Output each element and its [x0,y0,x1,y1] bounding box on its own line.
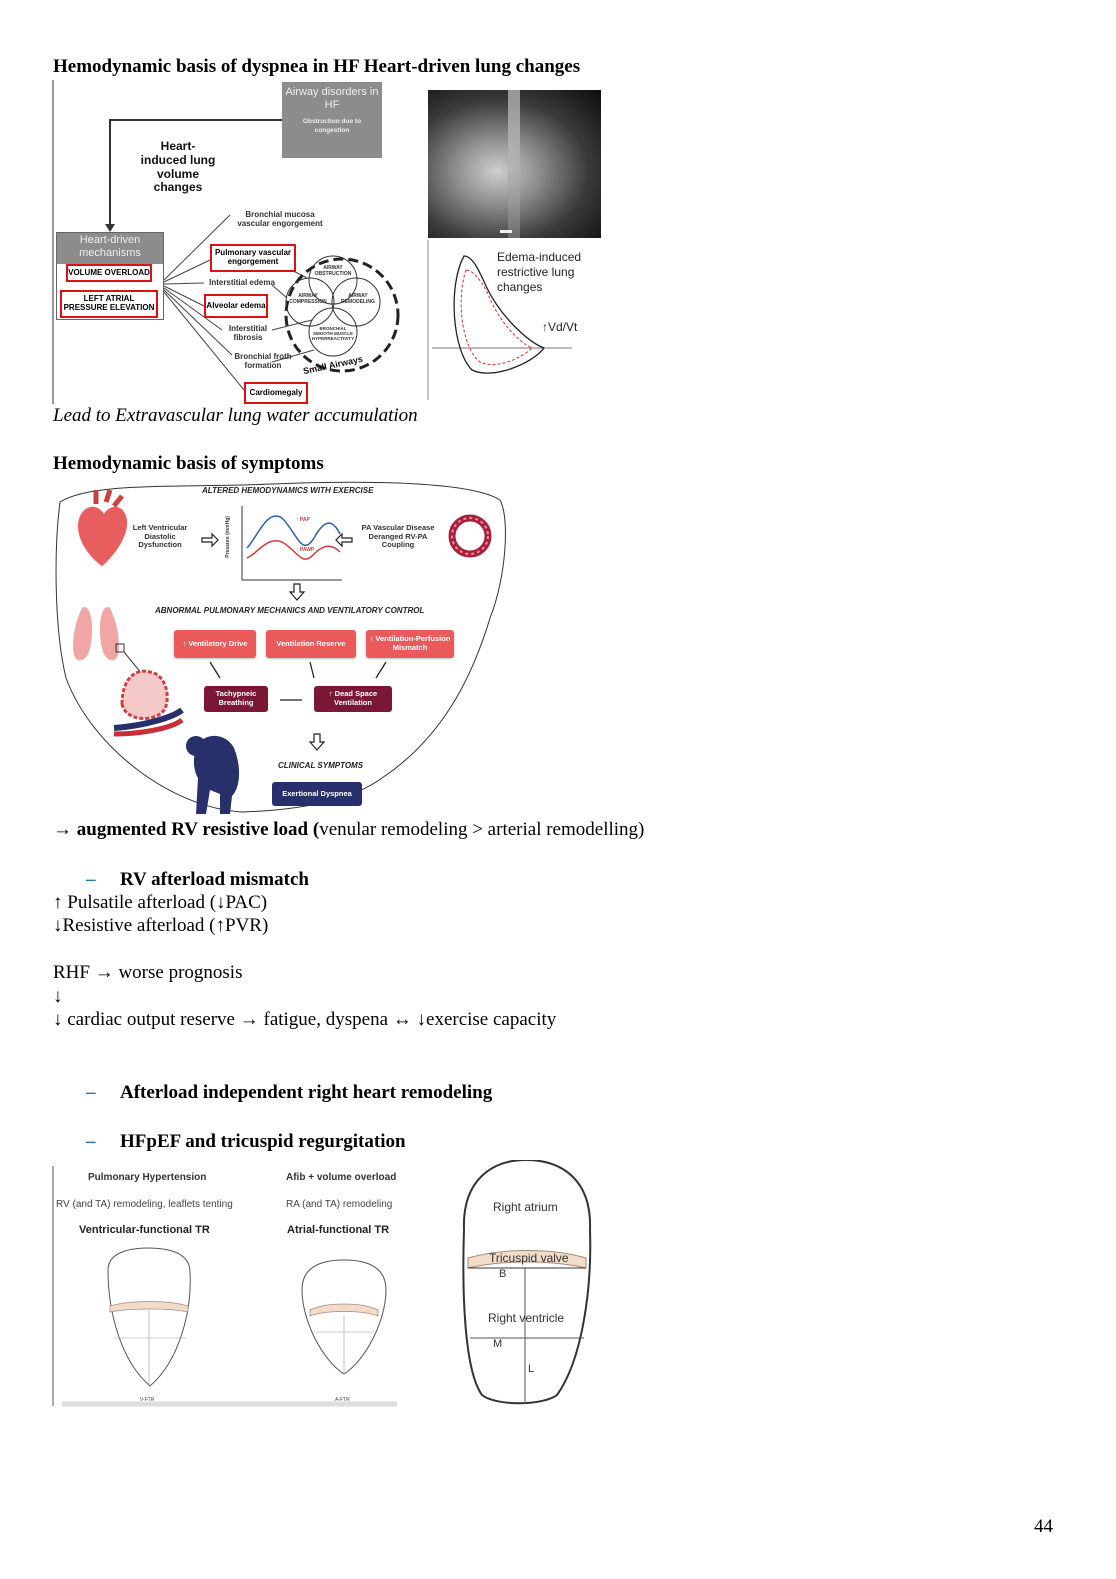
pulmonary-hypertension-label: Pulmonary Hypertension [88,1172,207,1183]
down-arrow-line: ↓ [53,986,63,1007]
augmented-rv-rest: venular remodeling > arterial remodellin… [319,819,645,840]
atrial-ftr-label: Atrial-functional TR [287,1224,390,1236]
afterload-independent-item: – Afterload independent right heart remod… [86,1082,492,1104]
pap-label: ↑ PAP [296,517,310,523]
rhf-line: RHF → worse prognosis [53,962,243,983]
bronchial-froth-label: Bronchial froth formation [234,352,292,371]
rv-remodeling-label: RV (and TA) remodeling, leaflets tenting [56,1199,233,1210]
lv-dysfunction-label: Left Ventricular Diastolic Dysfunction [132,523,188,550]
bronchial-mucosa-label: Bronchial mucosa vascular engorgement [237,210,323,229]
interstitial-edema-label: Interstitial edema [209,278,275,287]
hfpef-tr-item: – HFpEF and tricuspid regurgitation [86,1131,406,1153]
figure-tricuspid-regurgitation: Pulmonary Hypertension Afib + volume ove… [52,1160,597,1410]
interstitial-fibrosis-label: Interstitial fibrosis [228,324,268,343]
afterload-independent-text: Afterload independent right heart remode… [120,1082,493,1103]
clinical-symptoms-title: CLINICAL SYMPTOMS [278,761,364,770]
figure1-caption: Lead to Extravascular lung water accumul… [53,405,418,426]
bronchial-smooth-muscle-label: BRONCHIAL SMOOTH MUSCLE HYPERREACTIVITY [311,326,355,342]
afib-volume-label: Afib + volume overload [286,1172,397,1183]
altered-hemodynamics-title: ALTERED HEMODYNAMICS WITH EXERCISE [202,486,374,495]
tricuspid-valve-label: Tricuspid valve [489,1251,569,1265]
ventilatory-drive-box: ↑ Ventilatory Drive [174,630,256,658]
airway-remodeling-label: AIRWAY REMODELING [341,293,375,305]
airway-disorders-subtitle: Obstruction due to congestion [302,118,362,134]
bullet-dash: – [86,1131,96,1152]
airway-disorders-box: Airway disorders in HF Obstruction due t… [282,82,382,158]
rv-afterload-mismatch-item: – RV afterload mismatch [86,869,309,891]
ra-remodeling-label: RA (and TA) remodeling [286,1199,393,1210]
abnormal-mechanics-title: ABNORMAL PULMONARY MECHANICS AND VENTILA… [155,606,425,615]
rv-afterload-mismatch-text: RV afterload mismatch [120,869,309,890]
v-ftr-small-label: V-FTR [140,1397,155,1403]
a-ftr-small-label: A-FTR [335,1397,350,1403]
airway-compression-label: AIRWAY COMPRESSION [289,293,327,305]
mechanisms-title: Heart-driven mechanisms [57,233,163,264]
cardiac-output-line: ↓ cardiac output reserve → fatigue, dysp… [53,1009,557,1030]
airway-obstruction-label: AIRWAY OBSTRUCTION [314,265,352,277]
figure-hemodynamics-symptoms: ALTERED HEMODYNAMICS WITH EXERCISE Left … [52,478,507,818]
airway-disorders-title: Airway disorders in HF [285,86,379,112]
b-label: B [499,1268,507,1280]
figure2-drawing [55,481,506,814]
ventricular-ftr-label: Ventricular-functional TR [79,1224,210,1236]
edema-restrictive-label: Edema-induced restrictive lung changes [497,250,582,294]
pawp-label: ↑ PAWP [296,547,315,553]
vq-mismatch-box: ↑ Ventilation-Perfusion Mismatch [366,630,454,658]
resistive-afterload-line: ↓Resistive afterload (↑PVR) [53,915,269,936]
pressure-axis-label: Pressure (mmHg) [224,516,231,558]
bullet-dash: – [86,1082,96,1103]
pulsatile-afterload-line: ↑ Pulsatile afterload (↓PAC) [53,892,268,913]
ventilation-reserve-box: Ventilation Reserve [266,630,356,658]
pa-vascular-label: PA Vascular Disease Deranged RV-PA Coupl… [361,523,435,550]
section-heading-dyspnea: Hemodynamic basis of dyspnea in HF Heart… [53,56,581,77]
volume-overload-box: VOLUME OVERLOAD [66,264,152,282]
page-number: 44 [1034,1516,1053,1537]
hfpef-tr-text: HFpEF and tricuspid regurgitation [120,1131,406,1152]
bullet-dash: – [86,869,96,890]
dead-space-box: ↑ Dead Space Ventilation [314,686,392,712]
left-atrial-pressure-box: LEFT ATRIAL PRESSURE ELEVATION [60,290,158,318]
section-heading-symptoms: Hemodynamic basis of symptoms [53,453,324,474]
figure3-drawing [52,1160,592,1407]
augmented-rv-line: → augmented RV resistive load (venular r… [53,819,644,841]
m-label: M [493,1338,503,1350]
exertional-dyspnea-box: Exertional Dyspnea [272,782,362,806]
figure-heart-lung-changes: Airway disorders in HF Obstruction due t… [52,80,612,404]
heart-induced-label: Heart-induced lung volume changes [140,139,216,195]
l-label: L [528,1363,535,1375]
cardiomegaly-box: Cardiomegaly [244,382,308,404]
vd-vt-label: ↑Vd/Vt [542,320,578,334]
right-atrium-label: Right atrium [493,1200,558,1214]
tachypneic-breathing-box: Tachypneic Breathing [204,686,268,712]
alveolar-edema-box: Alveolar edema [204,294,268,318]
right-ventricle-label: Right ventricle [488,1311,565,1325]
augmented-rv-bold: → augmented RV resistive load ( [53,819,320,840]
pulmonary-vascular-box: Pulmonary vascular engorgement [210,244,296,272]
chest-xray-image [428,90,601,238]
